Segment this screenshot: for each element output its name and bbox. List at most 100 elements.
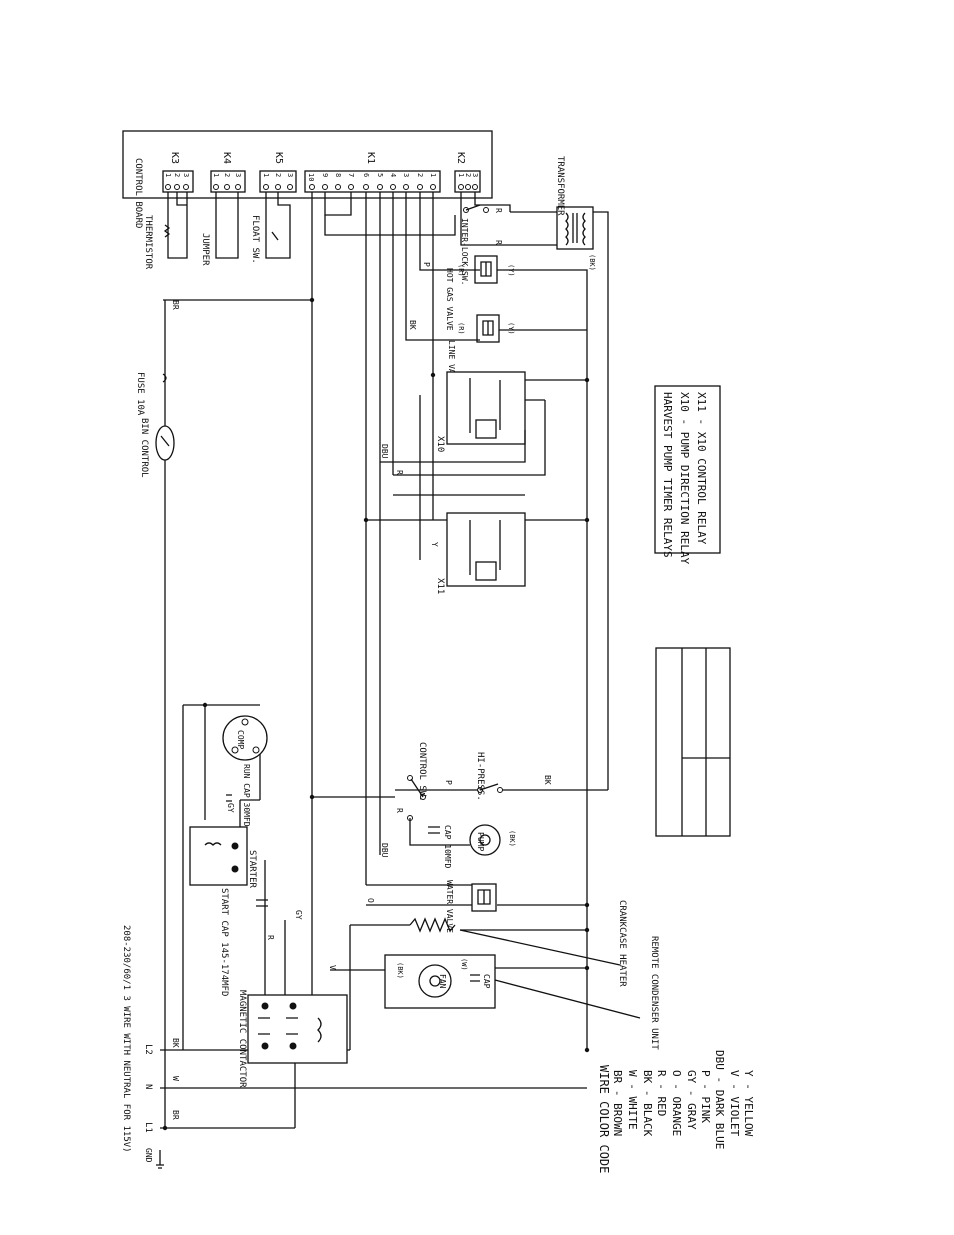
power-supply: 208-230/60/1 3 WIRE WITH NEUTRAL FOR 115… (121, 925, 180, 1169)
k2-pin-3: 3 (471, 173, 479, 177)
control-sw-label: CONTROL SW. (417, 742, 427, 802)
wire-bk-transformer: (BK) (588, 254, 596, 271)
thermistor: THERMISTOR (143, 192, 188, 270)
k2-pin-2: 2 (464, 173, 472, 177)
water-valve: WATER VALVE O (366, 880, 497, 933)
k1-pin-7: 7 (347, 173, 355, 177)
magnetic-contactor: MAGNETIC CONTACTOR (237, 990, 348, 1088)
transformer-label: TRANSFORMER (555, 156, 565, 216)
k1-pin-1: 1 (429, 173, 437, 177)
relay-legend-title: HARVEST PUMP TIMER RELAYS (661, 392, 674, 558)
supply-label: 208-230/60/1 3 WIRE WITH NEUTRAL FOR 115… (121, 925, 131, 1153)
k2-label: K2 (455, 152, 466, 164)
k4-pin-2: 2 (223, 173, 231, 177)
jumper: JUMPER (200, 192, 239, 266)
x11-label: X11 (435, 578, 445, 594)
k2-pin-1: 1 (457, 173, 465, 177)
float-switch: FLOAT SW. (250, 192, 291, 264)
l1-label: L1 (143, 1122, 153, 1133)
bin-control-label: BIN CONTROL (139, 418, 149, 478)
k4-pin-1: 1 (212, 173, 220, 177)
pump-cap-label: CAP 10MFD (443, 825, 452, 869)
pump-label: PUMP (476, 832, 485, 851)
fan-label: FAN (438, 974, 447, 989)
lv-r: (R) (457, 322, 465, 335)
wire-gy-run: GY (226, 803, 235, 813)
k3-label: K3 (169, 152, 180, 164)
start-cap-label: START CAP 145-174MFD (219, 888, 229, 996)
wire-color-entry-0: BR - BROWN (611, 1070, 624, 1136)
k5-label: K5 (273, 152, 284, 164)
remote-condenser: FAN CAP (BK) (W) REMOTE CONDENSER UNIT V (328, 936, 659, 1050)
k1-pin-5: 5 (376, 173, 384, 177)
k1-pin-10: 10 (307, 173, 315, 181)
k3-pin-1: 1 (164, 173, 172, 177)
wire-color-entry-8: V - VIOLET (728, 1070, 741, 1137)
k5-pin-2: 2 (274, 173, 282, 177)
pump-motor: PUMP CAP 10MFD (BK) DBU DBU R R (380, 444, 516, 869)
k1-pin-6: 6 (362, 173, 370, 177)
compressor: COMP RUN CAP 30MFD GY (222, 715, 268, 827)
hi-press-switch: HI-PRESS. BK (475, 752, 552, 801)
lv-bk: BK (408, 320, 417, 330)
k1-pin-8: 8 (334, 173, 342, 177)
fuse-label: FUSE 10A (135, 372, 145, 416)
transformer: TRANSFORMER (BK) (555, 156, 596, 271)
fan-w: (W) (460, 958, 468, 971)
pump-bk: (BK) (508, 830, 516, 847)
k4-pin-3: 3 (234, 173, 242, 177)
wire-color-entry-3: R - RED (655, 1070, 668, 1116)
hot-gas-valve-label: HOT GAS VALVE (445, 268, 454, 331)
relay-x11: X11 Y (430, 512, 526, 594)
wire-color-entry-2: BK - BLACK (641, 1070, 654, 1137)
wire-r-interlock-2: R (494, 240, 503, 245)
starter-label: STARTER (247, 850, 257, 889)
n-label: N (143, 1084, 153, 1089)
wire-color-code-title: WIRE COLOR CODE (597, 1065, 611, 1173)
k3-pin-3: 3 (182, 173, 190, 177)
relay-x10: X10 (435, 371, 526, 452)
line-valve: LINE VALVE (R) (Y) BK (408, 314, 515, 388)
remote-condenser-label: REMOTE CONDENSER UNIT (649, 936, 659, 1050)
interlock-switch: INTER-LOCK SW. R R (460, 192, 511, 285)
fan-bk: (BK) (396, 962, 404, 979)
wire-color-entry-7: DBU - DARK BLUE (713, 1050, 726, 1149)
control-board: CONTROL BOARD K3 K4 K5 K1 K2 1 2 3 1 2 3… (122, 130, 493, 228)
comp-label: COMP (236, 730, 245, 749)
wire-color-entry-1: W - WHITE (626, 1070, 639, 1130)
fan-cap-label: CAP (482, 974, 491, 989)
k4-label: K4 (221, 152, 232, 164)
l2-label: L2 (143, 1044, 153, 1055)
wire-v: V (328, 965, 337, 970)
lv-y: (Y) (507, 322, 515, 335)
wire-r-mid: R (395, 470, 404, 475)
wire-color-entry-5: GY - GRAY (685, 1070, 698, 1130)
gnd-label: GND (144, 1148, 153, 1163)
wire-color-entry-6: P - PINK (699, 1070, 712, 1123)
wire-r-ctrl: R (395, 808, 404, 813)
relay-legend-line1: X10 - PUMP DIRECTION RELAY (678, 392, 691, 565)
thermistor-label: THERMISTOR (143, 215, 153, 270)
k5-pin-1: 1 (262, 173, 270, 177)
control-board-label: CONTROL BOARD (133, 158, 143, 228)
water-valve-label: WATER VALVE (445, 880, 454, 933)
start-cap: START CAP 145-174MFD R GY (219, 888, 303, 996)
k1-label: K1 (365, 152, 376, 164)
k1-pin-3: 3 (402, 173, 410, 177)
relay-legend: HARVEST PUMP TIMER RELAYS X10 - PUMP DIR… (654, 385, 721, 565)
k1-pin-4: 4 (389, 173, 397, 177)
k5-pin-3: 3 (286, 173, 294, 177)
wire-br-top: BR (171, 300, 180, 310)
relay-legend-line2: X11 - X10 CONTROL RELAY (695, 392, 708, 545)
wire-color-entry-9: Y - YELLOW (742, 1070, 755, 1137)
wire-color-code: WIRE COLOR CODE BR - BROWN W - WHITE BK … (597, 1050, 755, 1173)
wire-gy-start: GY (294, 910, 303, 920)
wire-br-bottom: BR (171, 1110, 180, 1120)
hi-press-label: HI-PRESS. (475, 752, 485, 801)
wire-w-bottom: W (171, 1076, 180, 1081)
crankcase-label: CRANKCASE HEATER (617, 900, 627, 987)
hgv-p: P (422, 262, 431, 267)
starter: STARTER (189, 826, 257, 889)
wire-dbu-pump: DBU (380, 843, 389, 858)
